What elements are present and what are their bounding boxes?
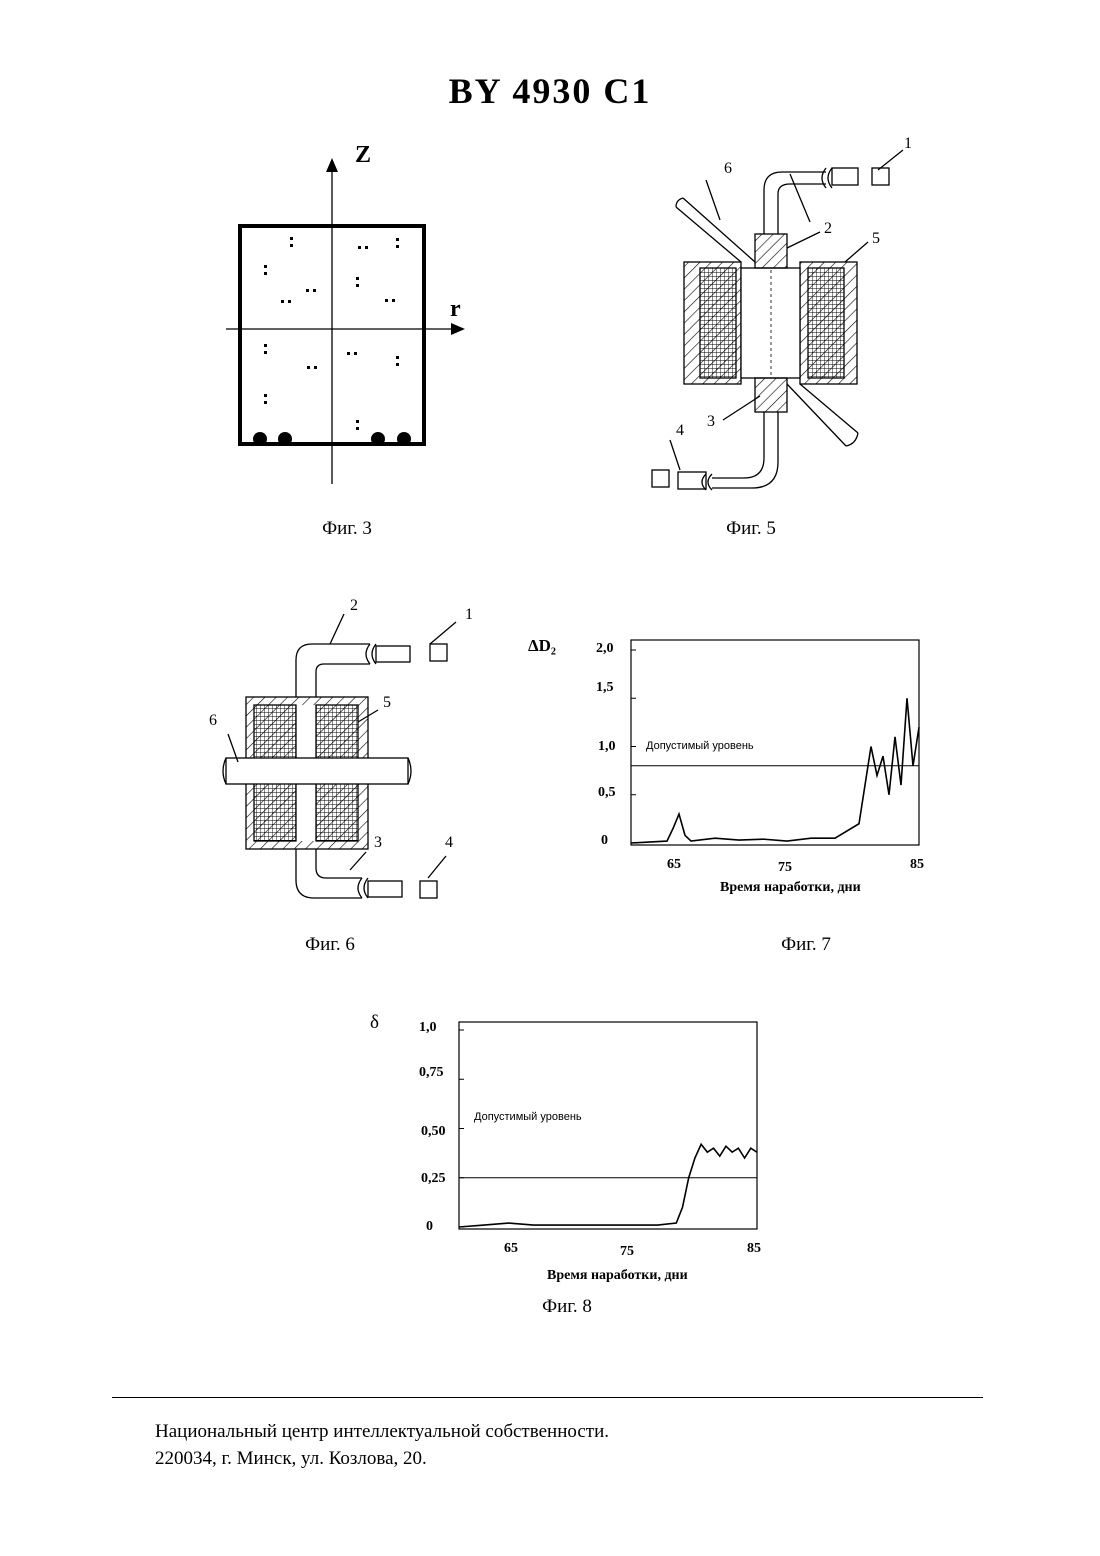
fig3-r-axis-label: r [450,296,461,323]
fig8-ytick: 0 [426,1219,433,1235]
fig7-ytick: 1,0 [598,739,616,755]
fig7-caption: Фиг. 7 [746,934,866,956]
fig3-z-axis-label: Z [355,142,371,169]
footer-divider [112,1397,983,1398]
fig3-caption: Фиг. 3 [287,518,407,540]
fig5-label-6: 6 [724,160,732,178]
fig8-x-axis-label: Время наработки, дни [547,1268,688,1284]
fig6-label-1: 1 [465,606,473,624]
fig7-xtick: 85 [910,857,924,873]
footer-line-1: Национальный центр интеллектуальной собс… [155,1418,609,1445]
figure-6-diagram [223,614,456,898]
fig6-label-6: 6 [209,712,217,730]
fig8-threshold-annotation: Допустимый уровень [474,1111,582,1123]
fig5-label-2: 2 [824,220,832,238]
fig8-ytick: 0,75 [419,1065,444,1081]
footer-line-2: 220034, г. Минск, ул. Козлова, 20. [155,1445,609,1472]
fig8-ytick: 0,50 [421,1124,446,1140]
fig7-xtick: 75 [778,860,792,876]
fig7-ytick: 0 [601,833,608,849]
fig6-label-5: 5 [383,694,391,712]
fig5-label-4: 4 [676,422,684,440]
fig5-label-1: 1 [904,135,912,153]
fig8-caption: Фиг. 8 [507,1296,627,1318]
fig7-y-axis-label: ΔD₂ [528,636,556,656]
footer: Национальный центр интеллектуальной собс… [155,1418,609,1472]
figure-8-chart [459,1022,757,1229]
fig6-label-2: 2 [350,597,358,615]
fig7-series-line [631,698,919,843]
fig5-label-5: 5 [872,230,880,248]
figure-5-diagram [652,150,903,490]
fig8-xtick: 75 [620,1244,634,1260]
fig7-threshold-annotation: Допустимый уровень [646,740,754,752]
figure-3-diagram [226,158,465,484]
fig8-xtick: 65 [504,1241,518,1257]
fig7-ytick: 0,5 [598,785,616,801]
fig7-x-axis-label: Время наработки, дни [720,880,861,896]
fig5-caption: Фиг. 5 [691,518,811,540]
fig8-ytick: 1,0 [419,1020,437,1036]
fig8-series-line [459,1144,757,1227]
fig8-ytick: 0,25 [421,1171,446,1187]
fig6-caption: Фиг. 6 [270,934,390,956]
fig5-label-3: 3 [707,413,715,431]
fig7-ytick: 2,0 [596,641,614,657]
fig7-xtick: 65 [667,857,681,873]
fig7-ytick: 1,5 [596,680,614,696]
fig8-xtick: 85 [747,1241,761,1257]
fig6-label-4: 4 [445,834,453,852]
fig8-y-axis-label: δ [370,1012,379,1034]
fig6-label-3: 3 [374,834,382,852]
